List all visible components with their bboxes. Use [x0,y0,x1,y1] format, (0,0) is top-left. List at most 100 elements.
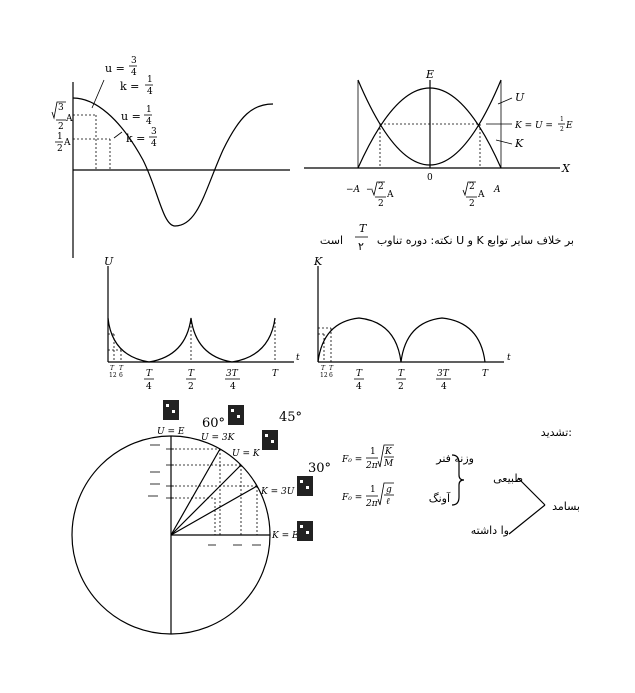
label-spring-mass: وزنه فنر [435,452,474,465]
label-u2-eq: u = [121,110,141,123]
frac-num: 3 [151,127,157,137]
label-frequency: بسامد [552,500,580,513]
cosine-curve [72,97,274,227]
label-u-eq-e: U = E [157,427,185,437]
tick-T: T [272,369,279,379]
note-text: نکته: دوره تناوب U و K بر خلاف سایر تواب… [377,234,574,247]
label-zero: 0 [427,173,433,183]
label-t: t [507,353,511,363]
y-label-half: 1 [57,132,63,142]
k-curve [357,87,502,169]
radius-45 [170,464,242,536]
tick-T: T [482,369,489,379]
tick-T2: T [188,369,195,379]
formula-l: ℓ [386,497,390,507]
graph-energy-position: E U K X 0 K = U = 1 2 E −A − 2 2 A 2 2 A… [304,68,573,209]
label-X: X [561,162,571,175]
resonance-panel: تشدید: وزنه فنر آونگ طبیعی بسامد وا داشت… [341,426,580,537]
frac-den: 12 [320,372,328,379]
amplitude-letter: A [65,114,73,124]
tick-neg-A: −A [346,185,361,195]
tick-T4: T [146,369,153,379]
tick-sqrt2: 2 [469,182,475,192]
label-k-eq: k = [120,80,139,93]
angle-45: 45° [279,410,302,425]
k-time-curve [317,317,486,363]
label-u-eq-3k: U = 3K [201,433,236,443]
frac-num: 1 [370,447,376,457]
radius-60 [170,448,221,536]
branch-lines [508,477,546,535]
frac-den: 2 [560,126,564,133]
tick-A: A [493,185,501,195]
pointer-arrow [495,139,513,145]
frac-num: 1 [146,105,152,115]
frac-num: 1 [147,75,153,85]
pointer-arrow [113,131,123,139]
label-U-axis: U [104,255,114,268]
frac-den: 4 [356,382,362,392]
graph-cosine: u = 3 4 k = 1 4 u = 1 4 k = 3 4 3 2 A 1 … [51,56,290,258]
u-time-curve [107,317,276,363]
y-label-sqrt: 3 [58,103,64,113]
pointer-arrow [91,79,105,109]
amplitude-letter: A [63,138,71,148]
label-u-eq-k: U = K [232,449,261,459]
angle-60: 60° [202,416,225,431]
tick-3T4: 3T [437,369,450,379]
tick-T6: T [329,365,334,372]
resonance-heading: تشدید: [541,426,572,439]
tick-minus: − [366,185,374,195]
frac-den: 2 [469,199,475,209]
frac-den: 2π [365,461,379,471]
formula-K: K [384,447,393,457]
angle-30: 30° [308,461,331,476]
frac-den: 4 [230,382,236,392]
frac-den: 2 [57,144,63,154]
label-E-small: E [565,121,573,131]
tick-T6: T [119,365,124,372]
note-tail: است [320,234,343,247]
note-frac-den: ۲ [358,240,364,253]
note-line: نکته: دوره تناوب U و K بر خلاف سایر تواب… [320,222,574,253]
amplitude-letter: A [477,190,485,200]
frac-den: 2 [378,199,384,209]
pointer-arrow [497,97,513,105]
formula-g: g [386,485,392,495]
tick-T12: T [110,365,115,372]
radius-30 [170,485,258,536]
qr-code-icon [163,400,313,541]
label-K-axis: K [313,255,323,268]
note-frac-num: T [359,222,368,235]
label-K: K [514,137,524,150]
frac-den: 4 [131,68,137,78]
frac-den: 2 [58,122,64,132]
formula-f0: F₀ = [341,455,362,465]
tick-T4: T [356,369,363,379]
label-k2-eq: k = [126,132,145,145]
frac-num: 1 [560,116,564,123]
tick-T12: T [321,365,326,372]
frac-den: 4 [146,117,152,127]
label-k-eq-u: K = U = [514,121,553,131]
frac-den: 4 [151,139,157,149]
u-curve [357,79,502,166]
label-forced: وا داشته [471,524,509,537]
frac-num: 1 [370,485,376,495]
formula-f0: F₀ = [341,493,362,503]
graph-potential-time: U t T 12 T 6 T 4 T 2 3T 4 T [104,255,300,392]
label-U: U [515,91,525,104]
amplitude-letter: A [386,190,394,200]
frac-num: 3 [131,56,137,66]
label-k-eq-e: K = E [271,531,299,541]
label-t: t [296,353,300,363]
graph-kinetic-time: K t T 12 T 6 T 4 T 2 3T 4 T [313,255,511,392]
frac-den: 6 [329,372,333,379]
label-E: E [425,68,434,81]
frac-den: 6 [119,372,123,379]
frac-den: 2 [398,382,404,392]
frac-den: 4 [146,382,152,392]
label-pendulum: آونگ [429,491,451,505]
tick-3T4: 3T [226,369,239,379]
